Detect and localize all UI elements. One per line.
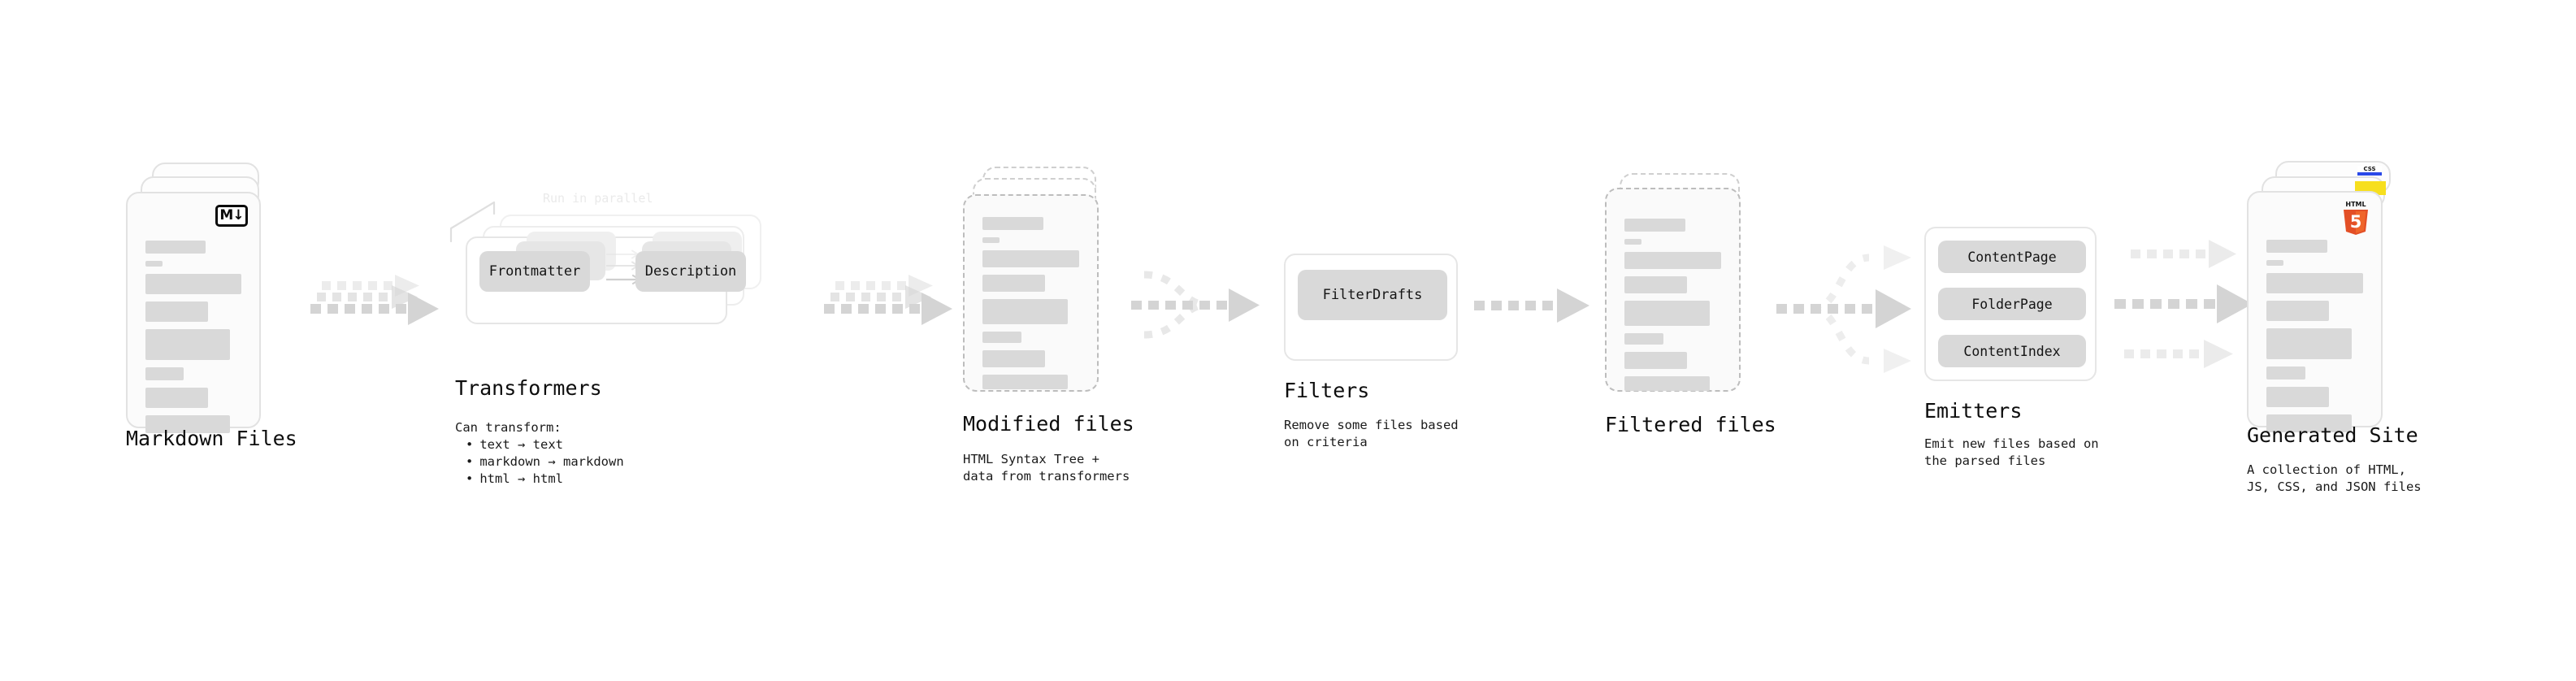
run-in-parallel-label: Run in parallel	[543, 191, 653, 206]
content-bar	[1624, 239, 1642, 245]
content-bar	[982, 375, 1068, 389]
content-bar	[1624, 276, 1688, 293]
content-bar	[145, 367, 184, 380]
content-bar	[2266, 387, 2330, 407]
markdown-card-front: M↓	[126, 192, 261, 433]
content-bar	[145, 415, 230, 433]
stage-subtitle-emitters: Emit new files based on the parsed files	[1924, 436, 2099, 468]
content-bar	[2266, 301, 2330, 321]
css-badge-bar	[2357, 172, 2382, 176]
arrow-filters-to-filtered	[1472, 284, 1619, 333]
content-bar	[145, 261, 163, 267]
content-bar	[982, 237, 1000, 243]
content-bar	[982, 332, 1021, 343]
content-bar	[1624, 252, 1721, 269]
content-bar	[982, 250, 1079, 267]
emitter-pill-contentindex[interactable]: ContentIndex	[1938, 335, 2086, 367]
stage-subtitle-modified-files: HTML Syntax Tree + data from transformer…	[963, 452, 1130, 484]
generated-card-front: HTML 5	[2247, 191, 2383, 432]
stage-subtitle-generated-site: A collection of HTML, JS, CSS, and JSON …	[2247, 462, 2422, 494]
arrow-filtered-to-emitters	[1772, 237, 1934, 384]
content-bar	[1624, 352, 1688, 369]
transformer-pill-description[interactable]: Description	[635, 251, 746, 292]
modified-card-front	[963, 194, 1099, 392]
filter-pill-filterdrafts[interactable]: FilterDrafts	[1298, 270, 1447, 320]
stage-title-modified-files: Modified files	[963, 412, 1134, 436]
svg-text:5: 5	[2350, 212, 2362, 232]
arrow-markdown-to-transformers	[307, 268, 453, 341]
stage-title-emitters: Emitters	[1924, 399, 2023, 423]
transform-bullet: markdown → markdown	[466, 453, 623, 471]
markdown-badge-icon: M↓	[215, 205, 248, 227]
stage-subtitle-transformers: Can transform: text → text markdown → ma…	[455, 419, 624, 488]
content-bar	[982, 275, 1046, 292]
content-bar	[1624, 376, 1710, 391]
filtered-card-content	[1624, 219, 1721, 398]
markdown-card-content	[145, 241, 241, 440]
content-bar	[2266, 260, 2284, 266]
arrow-transformers-to-modified	[821, 268, 967, 341]
content-bar	[982, 350, 1046, 367]
arrow-modified-to-filters	[1130, 260, 1292, 349]
stage-title-filters: Filters	[1284, 379, 1370, 402]
content-bar	[2266, 414, 2352, 432]
transformer-pill-frontmatter[interactable]: Frontmatter	[479, 251, 590, 292]
html5-badge-icon: HTML 5	[2340, 199, 2371, 236]
content-bar	[145, 241, 206, 254]
content-bar	[982, 217, 1043, 230]
content-bar	[2266, 273, 2363, 293]
filters-panel: FilterDrafts	[1284, 254, 1458, 361]
transform-bullet: text → text	[466, 436, 624, 453]
emitters-panel: ContentPage FolderPage ContentIndex	[1924, 227, 2097, 381]
content-bar	[2266, 367, 2305, 380]
stage-title-filtered-files: Filtered files	[1605, 413, 1776, 436]
content-bar	[145, 329, 230, 360]
transform-bullet-list: text → text markdown → markdown html → h…	[455, 436, 624, 488]
content-bar	[982, 299, 1068, 324]
content-bar	[1624, 301, 1710, 326]
run-in-parallel-bracket	[449, 201, 496, 243]
svg-text:HTML: HTML	[2345, 201, 2366, 208]
content-bar	[145, 301, 208, 322]
css-badge-icon: CSS	[2357, 166, 2382, 177]
emitter-pill-contentpage[interactable]: ContentPage	[1938, 241, 2086, 273]
filtered-card-front	[1605, 188, 1741, 392]
content-bar	[145, 388, 208, 408]
stage-subtitle-filters: Remove some files based on criteria	[1284, 418, 1459, 449]
modified-card-content	[982, 217, 1079, 397]
content-bar	[2266, 328, 2352, 359]
transform-bullet: html → html	[466, 471, 624, 488]
content-bar	[145, 274, 241, 294]
css-badge-label: CSS	[2363, 166, 2376, 172]
emitter-pill-folderpage[interactable]: FolderPage	[1938, 288, 2086, 320]
stage-title-markdown-files: Markdown Files	[126, 427, 297, 450]
stage-title-transformers: Transformers	[455, 376, 602, 400]
content-bar	[2266, 240, 2327, 253]
generated-card-content	[2266, 240, 2363, 440]
arrow-emitters-to-site	[2113, 232, 2263, 378]
stage-title-generated-site: Generated Site	[2247, 423, 2418, 447]
content-bar	[1624, 333, 1663, 345]
transform-lead-label: Can transform:	[455, 420, 562, 435]
content-bar	[1624, 219, 1685, 232]
